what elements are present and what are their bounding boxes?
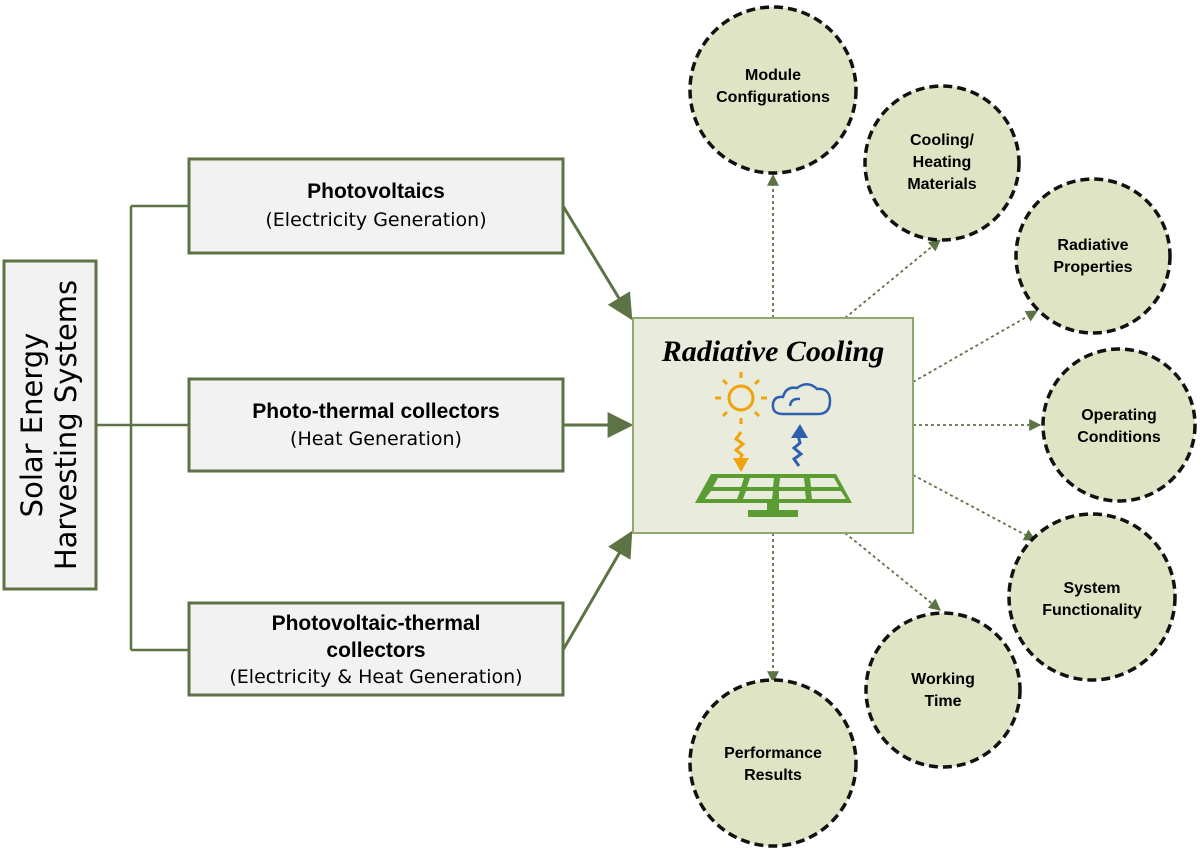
output-arrows	[767, 173, 1042, 684]
system-title: Photovoltaic-thermal	[272, 612, 481, 635]
factor-circle-operating-conditions: Operating Conditions	[1041, 347, 1197, 503]
factor-label: Radiative	[1057, 237, 1128, 254]
factor-circle-module-configurations: Module Configurations	[688, 5, 858, 175]
factor-label: Properties	[1053, 259, 1132, 276]
factor-label: Heating	[913, 154, 972, 171]
factor-circle-cooling-heating-materials: Cooling/ Heating Materials	[863, 84, 1021, 242]
factor-circle-performance-results: Performance Results	[688, 678, 858, 848]
factor-label: Working	[911, 671, 975, 688]
cloud-icon	[771, 383, 832, 416]
bracket-connector	[96, 204, 188, 652]
system-subtitle: (Heat Generation)	[290, 428, 462, 450]
system-title: Photo-thermal collectors	[252, 400, 499, 423]
system-subtitle: (Electricity Generation)	[265, 209, 486, 231]
radiative-cooling-box: Radiative Cooling	[632, 317, 914, 534]
factor-label: Module	[745, 67, 801, 84]
factor-label: Results	[744, 767, 802, 784]
factor-label: Conditions	[1077, 429, 1161, 446]
system-title: Photovoltaics	[307, 180, 445, 203]
left-label-line2: Harvesting Systems	[49, 280, 83, 570]
factor-circle-working-time: Working Time	[864, 611, 1022, 769]
factor-label: Materials	[907, 176, 976, 193]
solar-panel-icon	[695, 474, 852, 517]
system-box-photovoltaic-thermal: Photovoltaic-thermal collectors (Electri…	[187, 601, 565, 697]
system-box-photo-thermal: Photo-thermal collectors (Heat Generatio…	[187, 377, 565, 473]
factor-label: Configurations	[716, 89, 830, 106]
system-title-line2: collectors	[326, 639, 425, 662]
factor-label: Functionality	[1042, 602, 1142, 619]
sun-icon	[715, 372, 767, 424]
heat-wave-up-icon	[791, 424, 808, 467]
factor-circle-radiative-properties: Radiative Properties	[1014, 177, 1172, 335]
center-title: Radiative Cooling	[661, 335, 885, 368]
input-arrows	[561, 205, 634, 651]
factor-label: Operating	[1081, 407, 1157, 424]
factor-label: Performance	[724, 745, 822, 762]
solar-energy-harvesting-box: Solar Energy Harvesting Systems	[2, 259, 98, 591]
system-subtitle: (Electricity & Heat Generation)	[229, 666, 522, 688]
factor-label: System	[1064, 580, 1121, 597]
factor-label: Time	[924, 693, 961, 710]
factor-label: Cooling/	[910, 132, 975, 149]
left-label-line1: Solar Energy	[15, 333, 49, 518]
system-box-photovoltaics: Photovoltaics (Electricity Generation)	[187, 157, 565, 255]
heat-wave-down-icon	[733, 431, 749, 472]
factor-circle-system-functionality: System Functionality	[1007, 512, 1177, 682]
